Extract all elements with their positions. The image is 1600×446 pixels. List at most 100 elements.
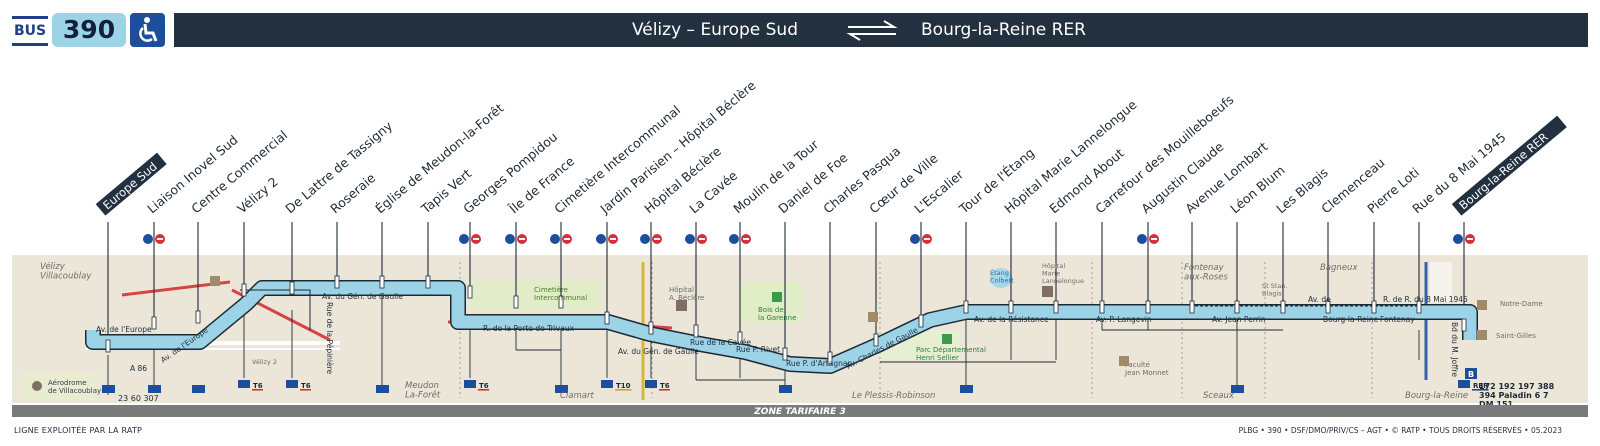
stop-name: Charles Pasqua <box>820 143 903 216</box>
stop-marker <box>334 275 340 289</box>
rer-badge <box>1465 368 1477 379</box>
bus-icon <box>192 385 205 393</box>
connection-bus <box>148 385 161 393</box>
terminus-box <box>1451 115 1567 216</box>
stop-marker <box>782 347 788 361</box>
park-strip <box>1430 262 1452 302</box>
connector-paths <box>516 329 1283 381</box>
route-fill <box>86 281 1477 373</box>
place-clamart: Clamart <box>560 391 594 401</box>
access-icons <box>596 234 618 244</box>
connection-bus <box>555 385 568 393</box>
bus-icon <box>148 385 161 393</box>
no-entry-bar <box>157 238 163 240</box>
stop-marker <box>379 275 385 289</box>
tram-icon <box>601 380 613 388</box>
connection-t10: T10 <box>601 380 632 391</box>
street-rue-8-mai: R. de R. du 8 Mai 1945 <box>1383 295 1468 304</box>
stop-marker <box>195 310 201 324</box>
bus-icon <box>1231 385 1244 393</box>
connection-rer: RER <box>1458 380 1489 391</box>
tram-icon <box>464 380 476 388</box>
wheelchair-icon <box>640 234 650 244</box>
street-rue-cavee: Rue de la Cavée <box>690 338 751 347</box>
hospital-icon-2 <box>1042 286 1053 297</box>
stop-marker <box>105 339 111 353</box>
tram-icon <box>645 380 657 388</box>
wheelchair-icon <box>459 234 469 244</box>
park-icon <box>772 292 782 302</box>
connection-label: T6 <box>301 382 311 390</box>
stop-marker <box>151 316 157 330</box>
connection-underline <box>615 389 632 391</box>
connection-label: RER <box>1473 382 1489 390</box>
connection-label: T6 <box>479 382 489 390</box>
bus-icon <box>960 385 973 393</box>
stop-marker <box>963 300 969 314</box>
street-jean-perrin: Av. Jean Perrin <box>1212 315 1266 324</box>
place-st-stan: St Stan.Blagis <box>1262 282 1288 298</box>
street-langevin: Av. P. Langevin <box>1096 315 1152 324</box>
school-icon <box>1119 356 1129 366</box>
tram-icon <box>1458 380 1470 388</box>
stop-marker <box>1053 300 1059 314</box>
stop-marker <box>1371 300 1377 314</box>
stop-marker <box>241 283 247 297</box>
connection-label: T10 <box>616 382 631 390</box>
wheelchair-icon <box>143 234 153 244</box>
wheelchair-icon <box>910 234 920 244</box>
stop-marker <box>558 295 564 309</box>
stop-marker <box>1416 300 1422 314</box>
connection-underline <box>1472 389 1489 391</box>
park-icon-2 <box>942 334 952 344</box>
tram-icon <box>238 380 250 388</box>
stop-marker <box>1234 300 1240 314</box>
connection-underline <box>300 389 311 391</box>
church-icon <box>1477 300 1487 310</box>
no-entry-bar <box>1151 238 1157 240</box>
bus-icon <box>376 385 389 393</box>
wheelchair-icon <box>550 234 560 244</box>
stop-marker <box>425 275 431 289</box>
no-entry-bar <box>699 238 705 240</box>
place-plessis: Le Plessis-Robinson <box>852 391 935 401</box>
pond <box>990 268 1012 288</box>
stop-name: Tour de l'Étang <box>956 145 1038 217</box>
line-number-badge: 390 <box>52 13 126 47</box>
stop-marker <box>467 285 473 299</box>
connection-label: T6 <box>660 382 670 390</box>
access-icons <box>640 234 662 244</box>
terminus-box <box>95 152 167 216</box>
no-entry-bar <box>519 238 525 240</box>
zone-band <box>12 405 1588 417</box>
map-area <box>12 255 1588 403</box>
stop-marker <box>648 321 654 335</box>
stop-marker <box>873 333 879 347</box>
mall-icon <box>868 312 878 322</box>
origin-title: Vélizy – Europe Sud <box>631 20 798 40</box>
stop-marker <box>737 331 743 345</box>
cemetery-area <box>470 280 600 310</box>
connection-underline <box>478 389 489 391</box>
wheelchair-icon <box>1137 234 1147 244</box>
place-aero-lines: 23 60 307 <box>118 394 159 403</box>
connection-bus <box>960 385 973 393</box>
access-icons <box>910 234 932 244</box>
map-background <box>12 255 1588 403</box>
wheelchair-icon <box>1453 234 1463 244</box>
connection-t6: T6 <box>286 380 311 391</box>
stop-marker <box>1099 300 1105 314</box>
copyright-note: PLBG • 390 • DSF/DMO/PRIV/CS – AGT • © R… <box>1238 426 1562 435</box>
street-gen-gaulle-1: Av. du Gén. de Gaulle <box>322 292 403 301</box>
connection-bus <box>779 385 792 393</box>
stop-marker <box>1325 300 1331 314</box>
connection-bus <box>376 385 389 393</box>
street-bourg-la-reine: Bourg-la-Reine <box>1323 315 1379 324</box>
stop-marker <box>827 351 833 365</box>
